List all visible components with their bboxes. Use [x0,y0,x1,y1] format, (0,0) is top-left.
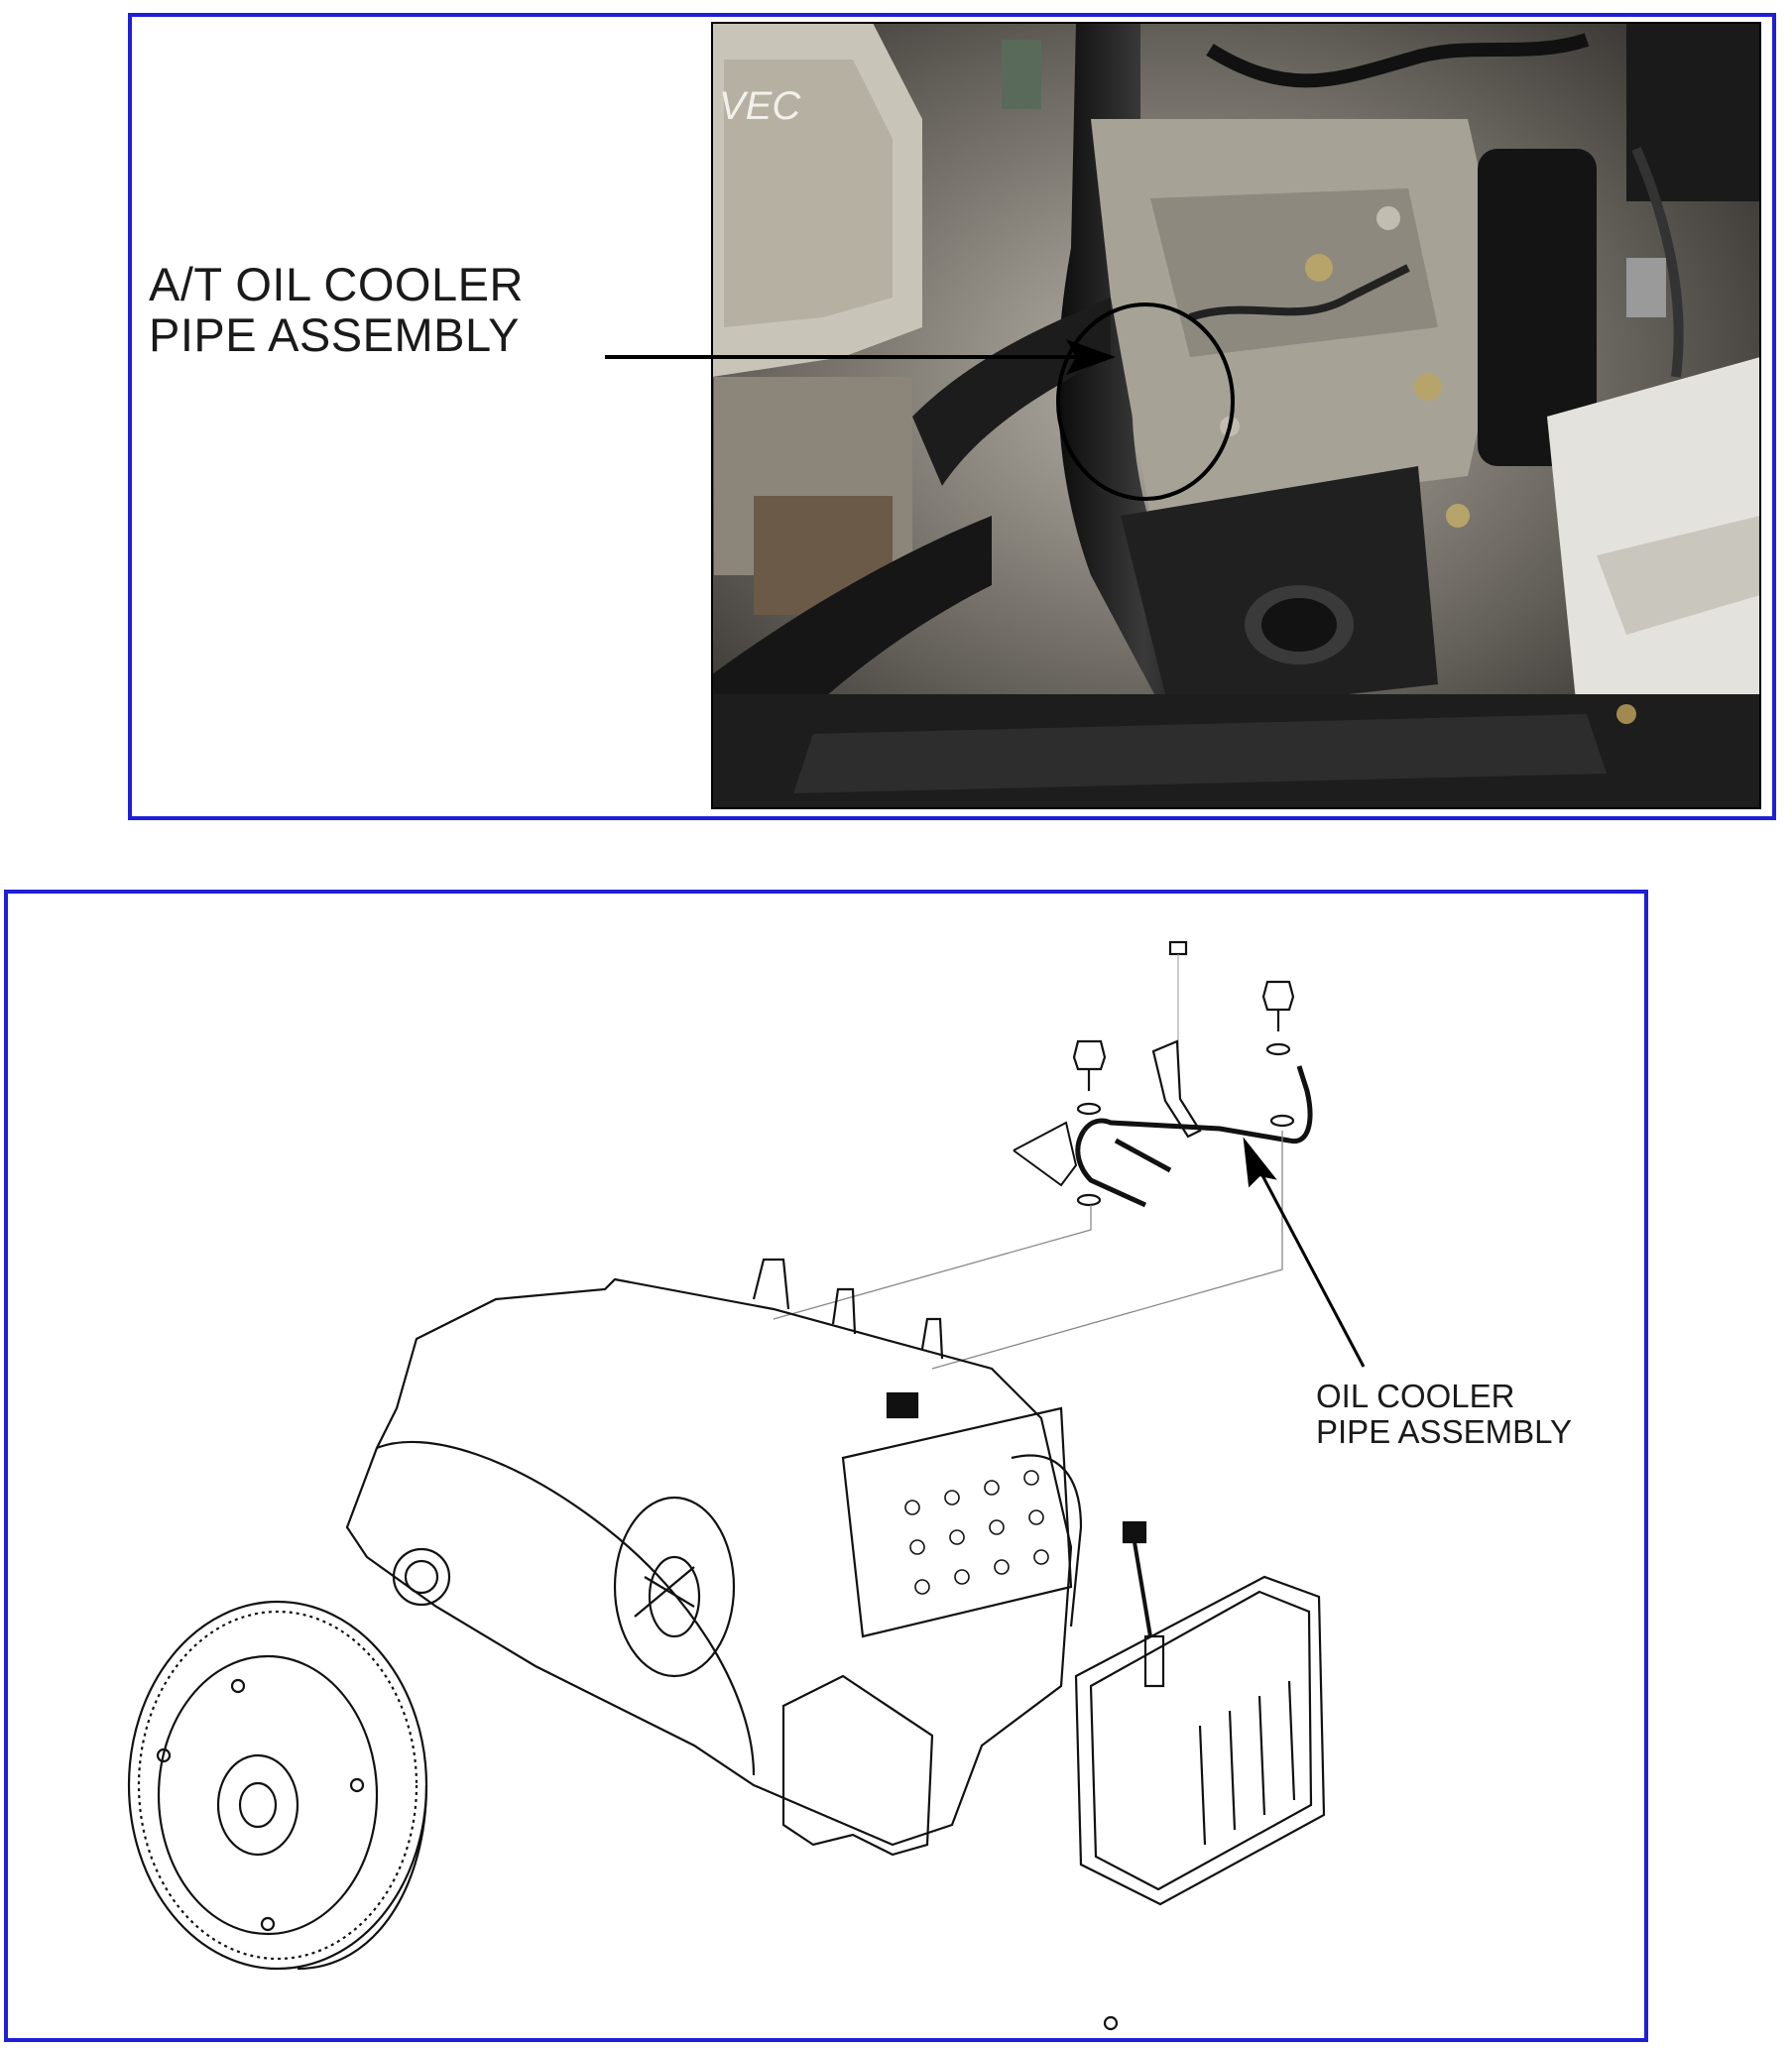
highlight-circle [1056,302,1235,501]
transmission-case [345,1258,1083,1857]
diagram-panel [4,890,1648,2042]
photo-callout-line-1: A/T OIL COOLER [149,258,524,310]
photo-callout-line-2: PIPE ASSEMBLY [149,307,520,361]
dipstick [1122,1520,1165,1688]
torque-converter [127,1600,428,1971]
photo-callout-label: A/T OIL COOLER PIPE ASSEMBLY [149,258,524,361]
engine-badge: VEC [719,84,801,128]
diagram-callout-label: OIL COOLER PIPE ASSEMBLY [1316,1379,1572,1449]
photo-frame [711,22,1761,809]
diagram-callout-line-1: OIL COOLER [1316,1378,1515,1414]
exploded-diagram [127,940,1366,2031]
engine-bay-photo: VEC [712,23,1760,808]
photo-callout-arrow [605,339,1116,375]
oil-pan [1074,1575,1326,2031]
bolt-right [1261,980,1295,1128]
diagram-callout-line-2: PIPE ASSEMBLY [1316,1412,1573,1450]
bolt-left [1072,1039,1107,1207]
